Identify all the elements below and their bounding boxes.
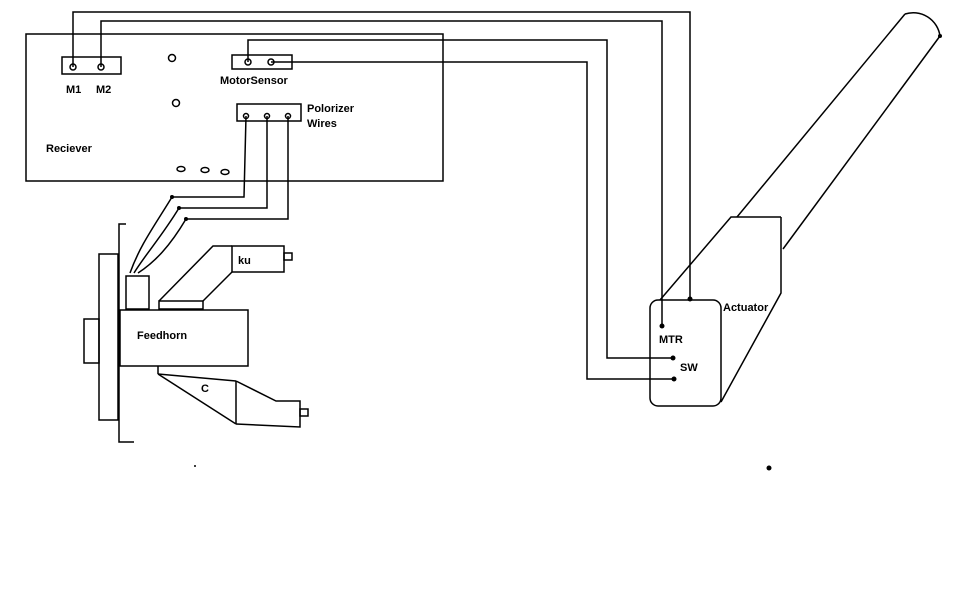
ku-lnb-connector: [283, 252, 293, 261]
polarizer-splice-1: [170, 195, 174, 199]
polarizer-wire-1: [172, 115, 247, 198]
actuator-housing-top: [659, 216, 781, 301]
receiver-hole: [220, 168, 230, 176]
c-lnb-top: [157, 373, 237, 382]
sensor-wire-1: [247, 39, 673, 359]
actuator-tube-upper: [736, 13, 906, 218]
label-feedhorn: Feedhorn: [137, 330, 187, 342]
stray-dot: [194, 465, 196, 467]
receiver-hole: [176, 165, 186, 173]
terminal-dot: [938, 34, 942, 38]
polarizer-wire-3: [186, 116, 289, 220]
motor-terminal-block: [61, 56, 122, 75]
label-m1: M1: [66, 84, 81, 96]
actuator-tube-end: [904, 11, 941, 37]
label-polarizer-wires: Wires: [307, 118, 337, 130]
receiver-hole: [200, 166, 210, 174]
polarizer-lead-1: [129, 196, 173, 274]
feedhorn-plate: [98, 253, 119, 421]
sensor-wire-2: [271, 61, 674, 380]
polarizer-splice-3: [184, 217, 188, 221]
polarizer-lead-3: [137, 218, 187, 274]
label-actuator: Actuator: [723, 302, 769, 314]
label-m2: M2: [96, 84, 111, 96]
ku-lnb-mount: [158, 300, 204, 310]
m1-wire: [72, 11, 691, 299]
feedhorn-throat: [83, 318, 100, 364]
label-c: C: [201, 383, 209, 395]
label-sw: SW: [680, 362, 698, 374]
polarizer-lead-2: [133, 207, 180, 274]
ku-lnb-arm: [158, 245, 232, 302]
actuator-housing-side: [720, 217, 782, 403]
polarizer-wire-2: [179, 116, 268, 209]
polarizer-terminal-block: [236, 103, 302, 122]
polarizer-splice-2: [177, 206, 181, 210]
c-lnb-connector: [299, 408, 309, 417]
mtr-terminal-2: [687, 296, 693, 302]
receiver-hole: [167, 53, 177, 63]
ku-lnb-arm: [202, 271, 233, 302]
feedhorn-bracket: [118, 223, 134, 443]
polarizer-motor: [125, 275, 150, 310]
actuator-box: [649, 299, 722, 407]
c-lnb-body: [235, 380, 301, 428]
feedhorn-body: [119, 309, 249, 367]
label-motor-sensor: MotorSensor: [220, 75, 289, 87]
sw-terminal-1: [670, 355, 676, 361]
stray-dot: [766, 465, 772, 471]
receiver-hole: [171, 98, 181, 108]
c-lnb-arm: [157, 373, 237, 425]
receiver-box: [25, 33, 444, 182]
label-mtr: MTR: [659, 334, 683, 346]
sw-terminal-2: [671, 376, 677, 382]
label-polarizer: Polorizer: [307, 103, 355, 115]
m2-wire: [100, 20, 663, 326]
label-ku: ku: [238, 255, 251, 267]
actuator-tube-lower: [782, 35, 941, 250]
label-receiver: Reciever: [46, 143, 93, 155]
mtr-terminal-1: [659, 323, 665, 329]
